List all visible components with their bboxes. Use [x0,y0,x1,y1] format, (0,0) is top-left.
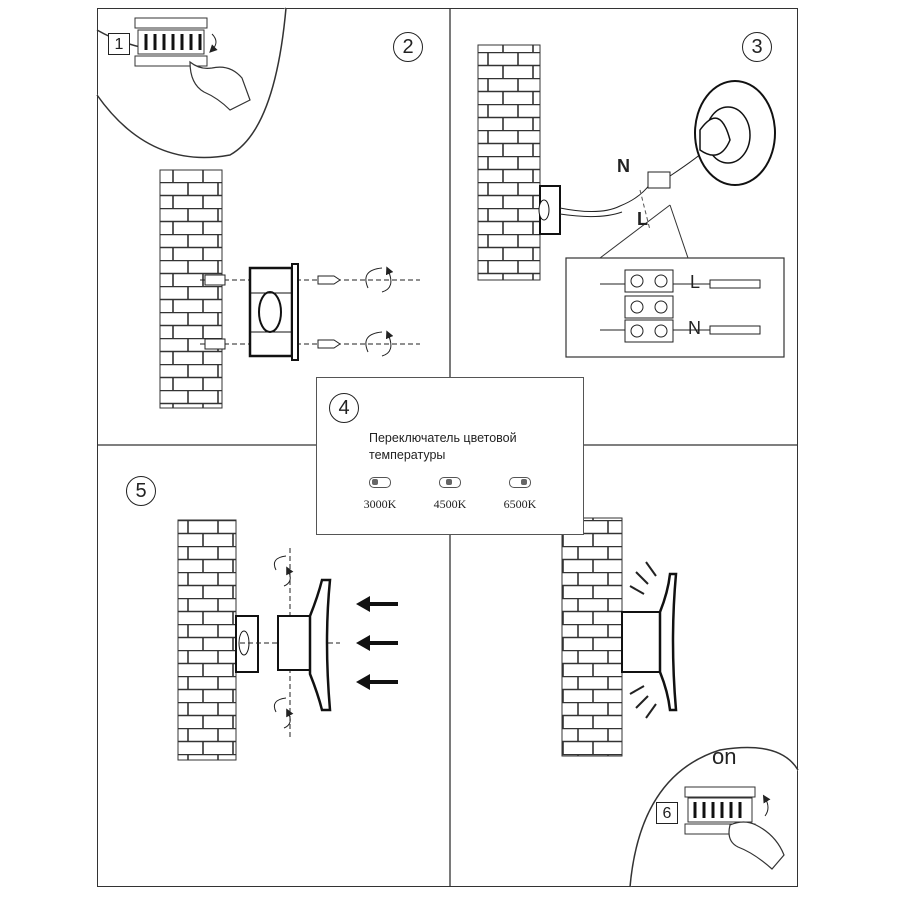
hand-icon [189,60,251,111]
switch-middle-icon [439,477,461,488]
lamp-on-step [561,517,799,888]
circuit-breaker-icon [684,786,771,835]
mount-base-step [159,169,420,409]
cct-label: 6500K [503,497,537,511]
step-1-label: 1 [108,33,130,55]
rotate-arrow-icon [365,332,391,357]
neutral-wire-label: N [617,156,630,176]
screw-icon [317,275,341,285]
fix-lamp-step [177,519,398,761]
rotate-arrow-icon [365,268,391,293]
detail-neutral-label: N [688,318,701,338]
cct-label: 4500K [433,497,467,511]
brick-wall-icon [177,519,237,761]
brick-wall-icon [477,44,541,281]
switch-left-icon [369,477,391,488]
breaker-off-detail [96,7,287,159]
lamp-icon [694,80,776,186]
step-5-label: 5 [126,476,156,506]
cct-option-3000k: 3000K [347,473,413,511]
circuit-breaker-icon [134,17,218,67]
cct-label: 3000K [363,497,397,511]
switch-right-icon [509,477,531,488]
brick-wall-icon [561,517,623,757]
lamp-icon [658,572,678,712]
step-4-label: 4 [329,393,359,423]
wiring-detail-box [565,257,785,358]
hand-icon [728,821,785,870]
push-arrow-icon [356,596,398,690]
terminal-block-icon [600,269,761,343]
step-3-label: 3 [742,32,772,62]
screw-icon [317,339,341,349]
wiring-step [477,44,785,358]
step-2-label: 2 [393,32,423,62]
rotate-arrow-icon [273,697,290,729]
color-switch-options: 3000K 4500K 6500K [347,473,555,511]
step-6-label: 6 [656,802,678,824]
instruction-frame [97,8,798,887]
detail-live-label: L [690,272,701,292]
rotate-arrow-icon [273,555,290,587]
mounting-base [248,263,299,361]
cct-option-6500k: 6500K [487,473,553,511]
brick-wall-icon [159,169,223,409]
lamp-icon [308,578,332,712]
color-switch-title: Переключатель цветовой температуры [369,431,517,462]
light-rays-icon [629,561,657,719]
cct-option-4500k: 4500K [417,473,483,511]
power-on-label: on [712,744,737,769]
live-wire-label: L [637,209,648,229]
color-temperature-panel: 4 Переключатель цветовой температуры 300… [316,377,584,535]
